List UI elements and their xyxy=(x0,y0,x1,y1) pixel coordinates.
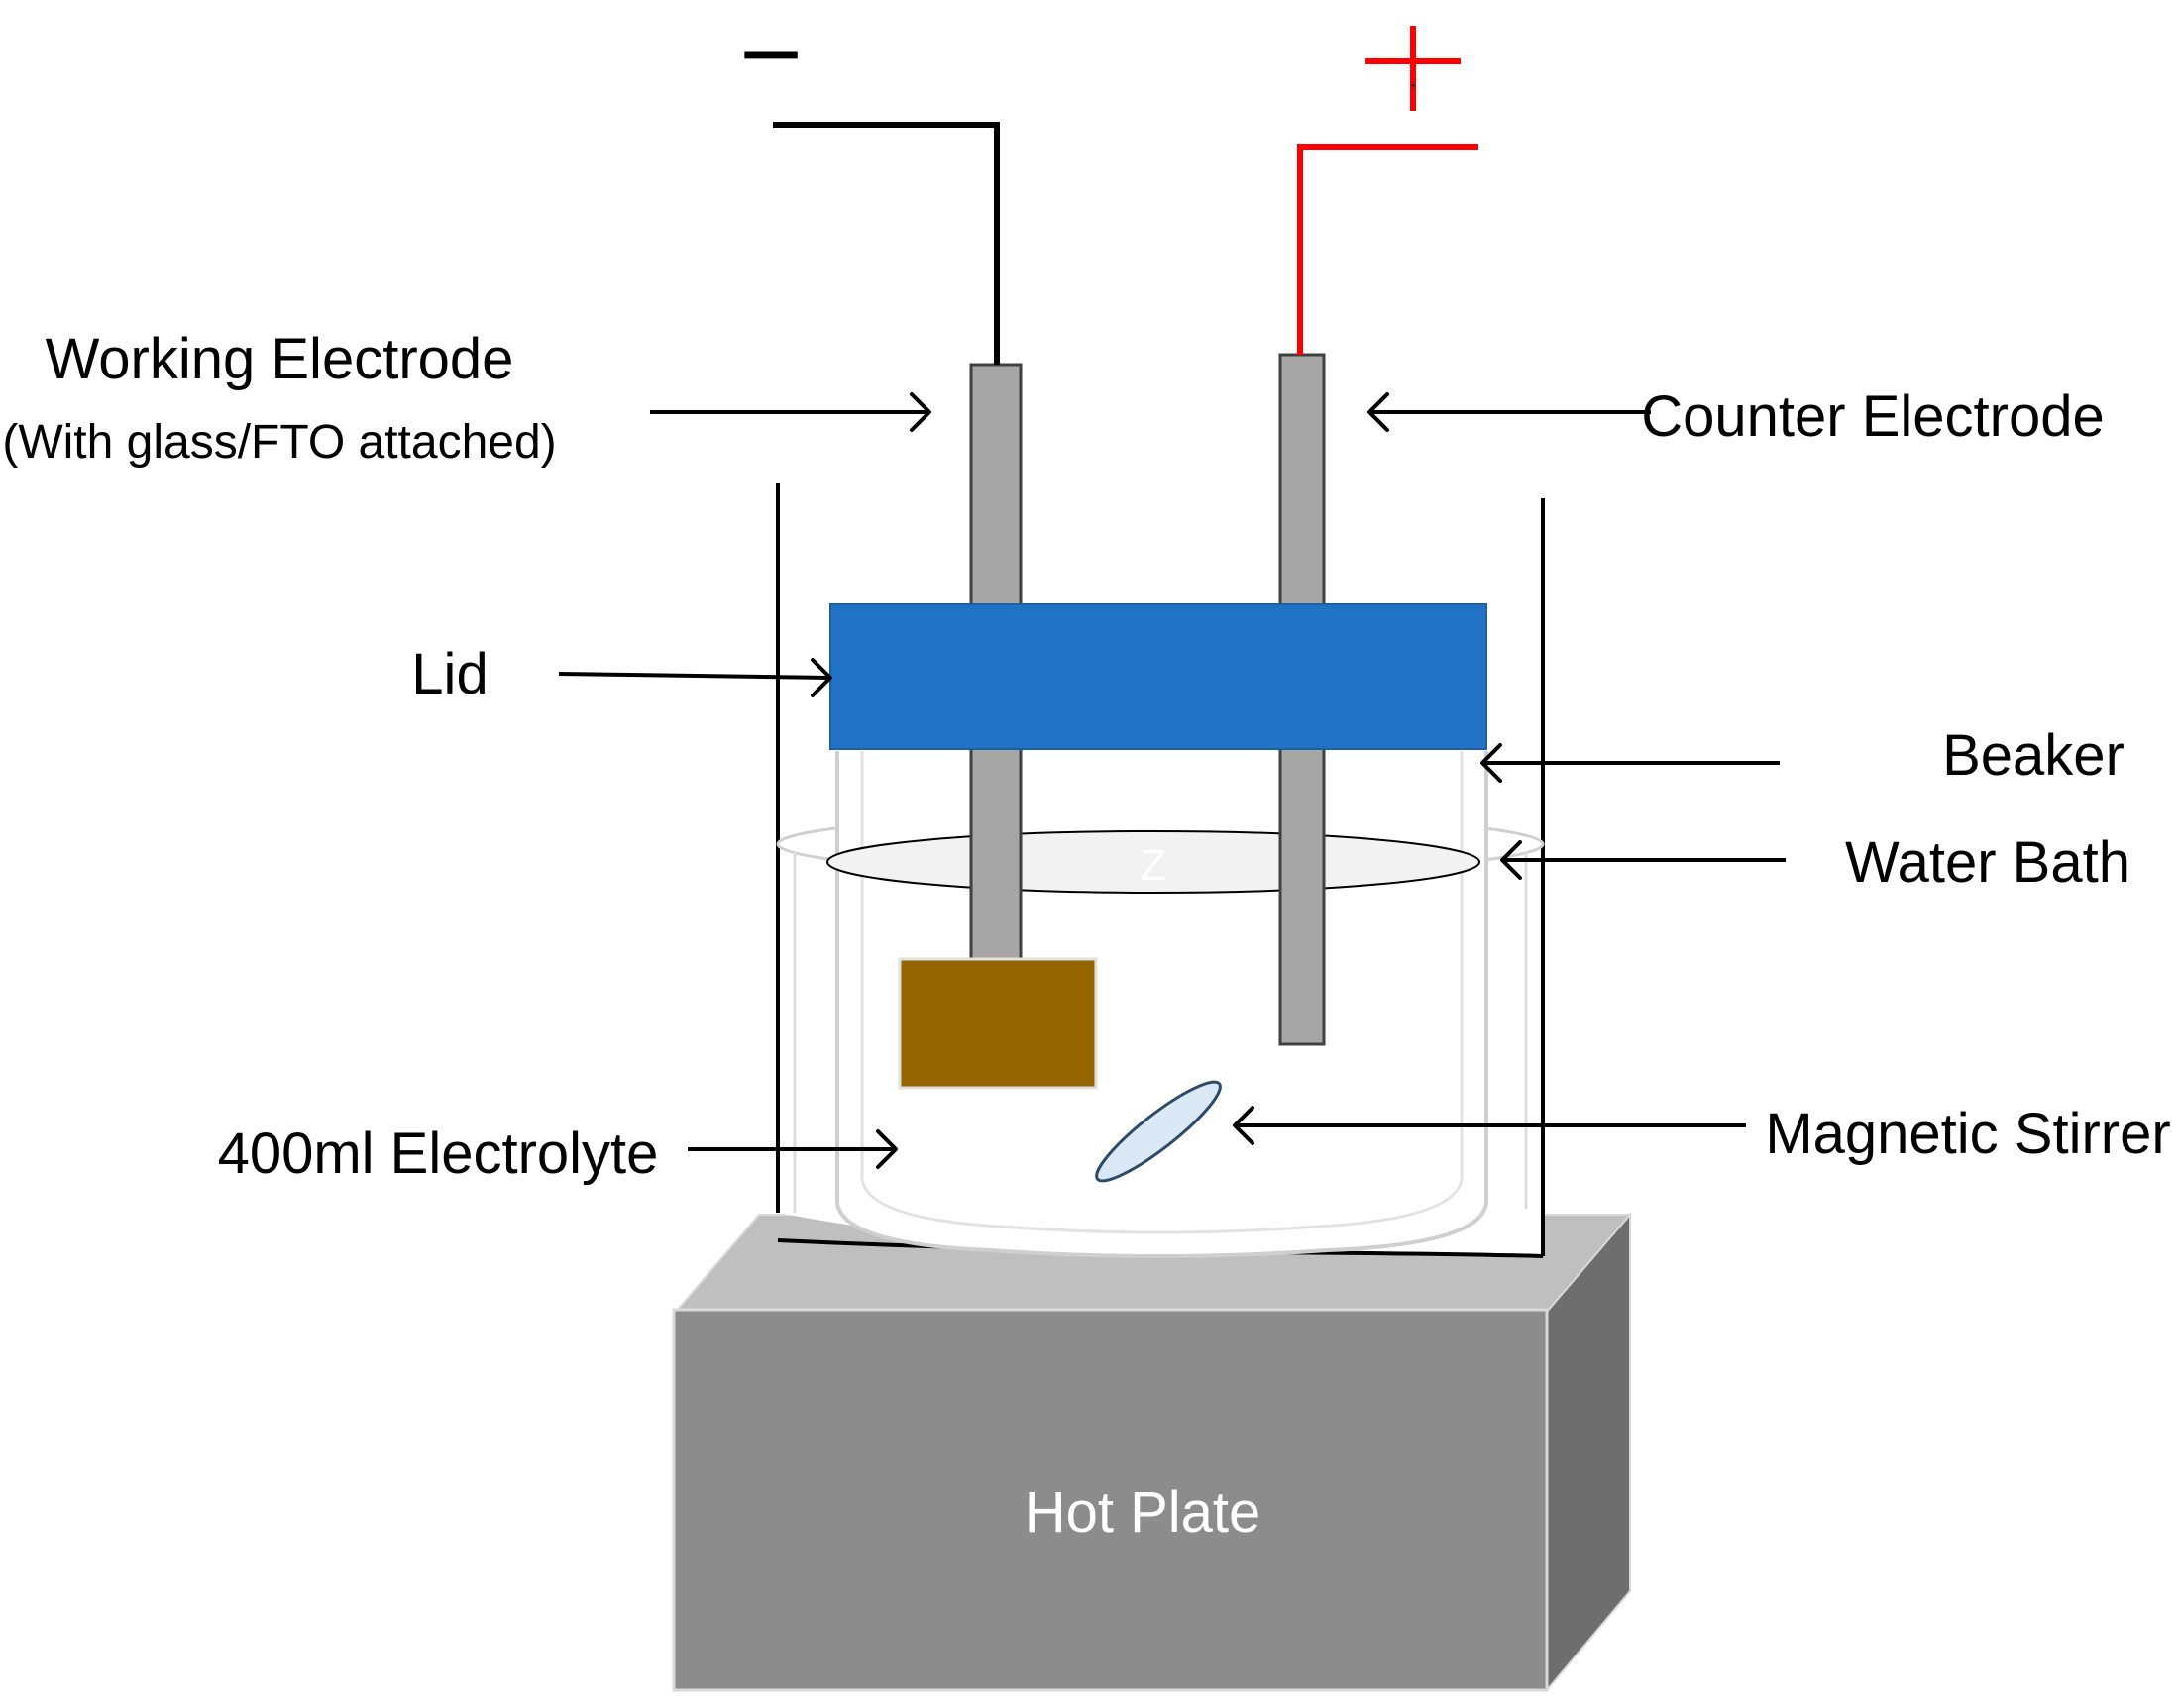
hot-plate: Hot Plate xyxy=(672,1212,1633,1693)
working-electrode-arrow xyxy=(650,392,931,432)
lid-label: Lid xyxy=(411,642,488,706)
fto-glass-sample xyxy=(898,957,1098,1090)
counter-electrode-label: Counter Electrode xyxy=(1641,384,2104,449)
positive-terminal-sign: + xyxy=(1365,26,1461,111)
magnetic-stirrer-arrow xyxy=(1233,1106,1746,1145)
hot-plate-front-face xyxy=(672,1308,1549,1692)
magnetic-stirrer xyxy=(1095,1080,1222,1183)
liquid-surface-mark: Z xyxy=(1141,841,1167,890)
water-bath-label: Water Bath xyxy=(1845,830,2130,895)
positive-wire xyxy=(1297,144,1478,355)
negative-wire xyxy=(773,122,1000,365)
magnetic-stirrer-label: Magnetic Stirrer xyxy=(1765,1102,2170,1166)
working-electrode-note: (With glass/FTO attached) xyxy=(2,416,556,469)
svg-text:+: + xyxy=(1410,81,1416,92)
negative-terminal-sign: − xyxy=(739,0,803,115)
electrolyte-arrow xyxy=(688,1129,898,1169)
beaker-label: Beaker xyxy=(1942,723,2125,788)
working-electrode-label: Working Electrode xyxy=(46,327,514,391)
hot-plate-label: Hot Plate xyxy=(1025,1480,1261,1545)
electrolyte-label: 400ml Electrolyte xyxy=(218,1121,659,1186)
beaker-inner-wall xyxy=(860,751,1464,1234)
beaker-arrow xyxy=(1480,743,1780,783)
lid xyxy=(829,603,1487,750)
water-bath-arrow xyxy=(1500,840,1786,880)
counter-electrode-arrow xyxy=(1367,392,1651,432)
lid-arrow xyxy=(558,658,832,697)
